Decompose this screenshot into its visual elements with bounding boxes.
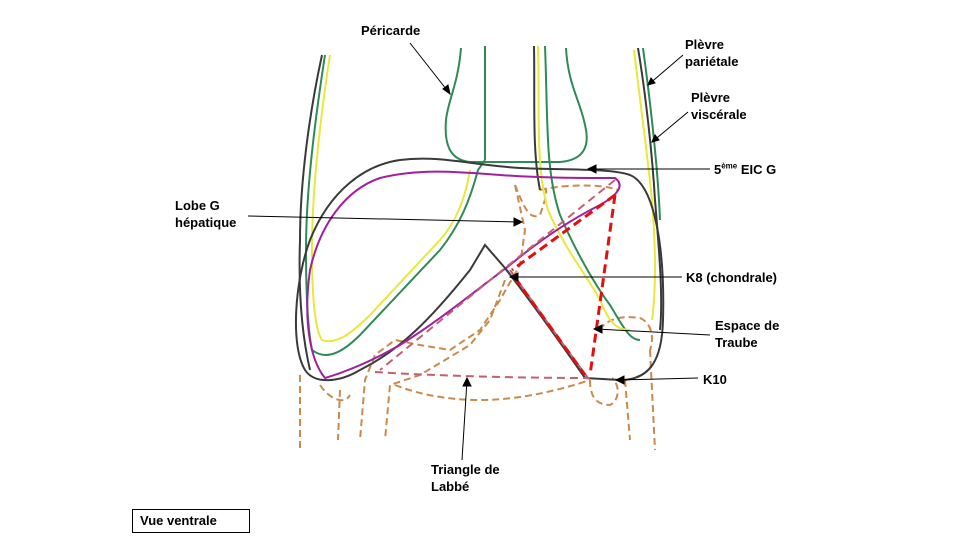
label-lobe-line2: hépatique [175, 215, 237, 230]
label-eic-num: 5 [714, 162, 722, 177]
label-plevre-viscerale-line1: Plèvre [691, 90, 731, 105]
label-eic-sup: ème [721, 161, 738, 171]
liver-left-lobe [306, 170, 621, 380]
label-k8-chondrale: K8 (chondrale) [686, 270, 778, 285]
costal-cartilages [299, 184, 656, 451]
label-plevre-parietale: Plèvre pariétale [685, 36, 738, 70]
view-caption-box: Vue ventrale [132, 509, 250, 533]
mediastinal-pleura [484, 45, 641, 341]
label-pericarde: Péricarde [361, 23, 421, 38]
label-lobe-line1: Lobe G [175, 198, 220, 213]
right-pleura-lines [298, 54, 486, 371]
view-caption: Vue ventrale [140, 513, 217, 528]
label-k10: K10 [703, 372, 727, 387]
label-espace-de-traube: Espace de Traube [715, 317, 779, 351]
labbe-triangle [374, 179, 616, 379]
label-labbe-line1: Triangle de [431, 462, 500, 477]
pericardium-outline [444, 47, 588, 163]
pointer-lines [247, 42, 711, 461]
label-lobe-g-hepatique: Lobe G hépatique [175, 197, 236, 231]
label-plevre-viscerale-line2: viscérale [691, 107, 747, 122]
label-triangle-de-labbe: Triangle de Labbé [431, 461, 500, 495]
label-traube-line2: Traube [715, 335, 758, 350]
label-eic-rest: EIC G [737, 162, 777, 177]
label-labbe-line2: Labbé [431, 479, 470, 494]
traube-space [511, 193, 617, 376]
label-5eme-eic-g: 5ème EIC G [714, 161, 776, 178]
label-plevre-viscerale: Plèvre viscérale [691, 89, 747, 123]
left-pleura-lines [633, 47, 663, 331]
label-plevre-parietale-line2: pariétale [685, 54, 739, 69]
label-plevre-parietale-line1: Plèvre [685, 37, 725, 52]
diaphragm-outline [294, 157, 665, 382]
label-traube-line1: Espace de [715, 318, 780, 333]
